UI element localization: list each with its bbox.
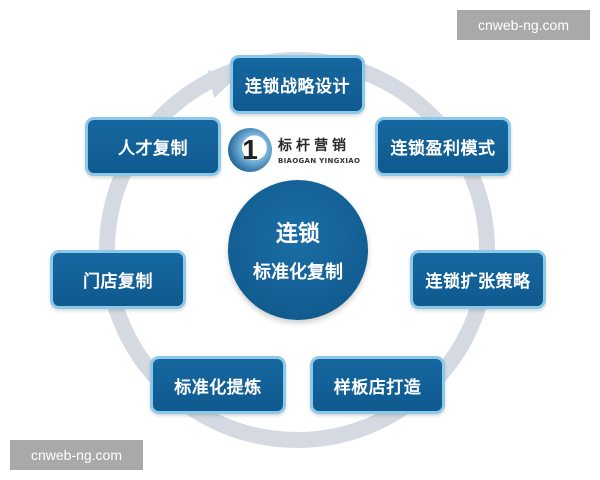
node-label: 人才复制 (118, 139, 188, 159)
arrow-head-icon (208, 70, 236, 98)
node-standardization: 标准化提炼 (150, 356, 286, 414)
watermark-top-right: cnweb-ng.com (457, 10, 590, 40)
node-store-replication: 门店复制 (50, 250, 186, 309)
center-subtitle: 标准化复制 (253, 262, 343, 283)
logo-name-en: BIAOGAN YINGXIAO (278, 157, 361, 165)
logo-number-icon: 1 (228, 128, 272, 172)
node-label: 连锁扩张策略 (425, 272, 531, 292)
watermark-bottom-left: cnweb-ng.com (10, 440, 143, 470)
node-strategy-design: 连锁战略设计 (230, 55, 365, 114)
node-expansion-strategy: 连锁扩张策略 (410, 250, 546, 309)
node-label: 样板店打造 (333, 377, 422, 398)
node-label: 连锁盈利模式 (390, 139, 496, 159)
node-label: 连锁战略设计 (245, 77, 350, 97)
node-label: 标准化提炼 (174, 377, 262, 398)
logo-name-cn: 标杆营销 (278, 138, 350, 154)
brand-logo: 1 标杆营销 BIAOGAN YINGXIAO (228, 126, 360, 174)
node-label: 门店复制 (83, 272, 153, 292)
node-talent-replication: 人才复制 (85, 117, 221, 176)
center-title: 连锁 (275, 222, 320, 247)
node-profit-model: 连锁盈利模式 (375, 117, 511, 176)
node-model-store: 样板店打造 (310, 356, 445, 414)
center-circle: 连锁 标准化复制 (228, 180, 368, 320)
